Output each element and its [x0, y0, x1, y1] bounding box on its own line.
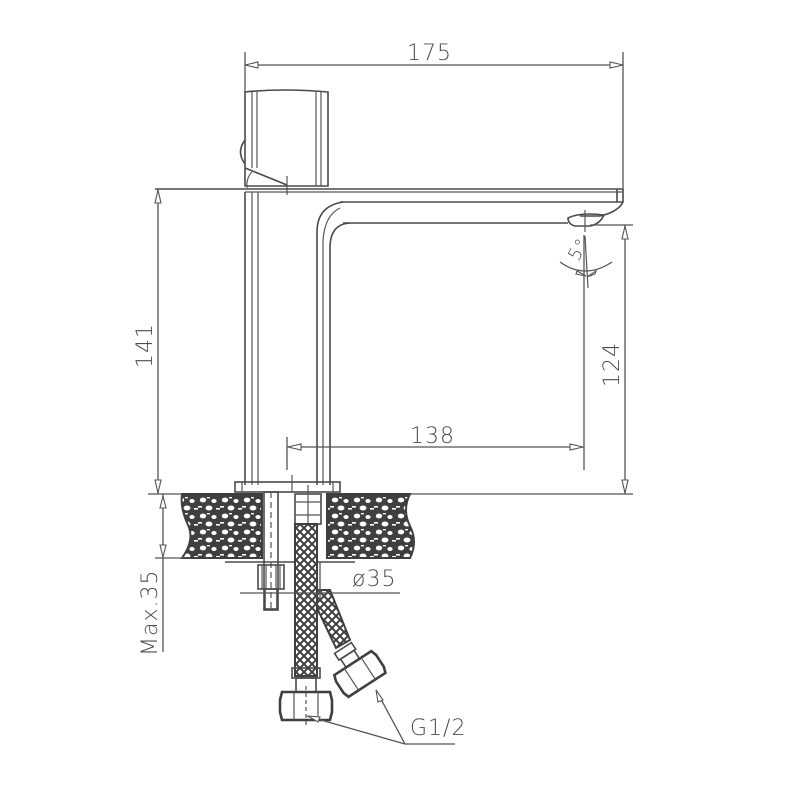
dimension-max-thickness: Max.35 — [138, 494, 190, 656]
label-diameter-35: ø35 — [352, 567, 396, 592]
label-141: 141 — [133, 323, 158, 368]
label-138: 138 — [410, 424, 455, 449]
faucet-handle — [239, 89, 329, 195]
dimension-body-height: 141 — [133, 189, 185, 495]
dimension-spout-height: 124 — [340, 224, 633, 495]
countertop-section — [180, 493, 415, 563]
label-124: 124 — [600, 342, 625, 387]
label-175: 175 — [407, 41, 452, 66]
faucet-body — [155, 188, 624, 493]
dimension-spout-reach: 138 — [286, 424, 584, 470]
dimension-overall-length: 175 — [244, 41, 624, 190]
mounting-assembly: ø35 G1/2 — [240, 485, 466, 745]
label-5-deg: 5° — [564, 235, 593, 265]
label-g1-2: G1/2 — [410, 716, 466, 741]
label-max-35: Max.35 — [138, 570, 163, 656]
